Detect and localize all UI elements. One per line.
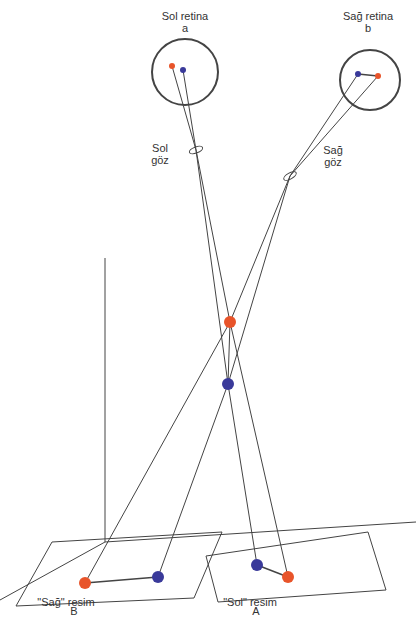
picture-label: "Sağ" resim [37, 596, 94, 608]
retina-label: Sağ retina [343, 10, 393, 22]
eye-label: Sağ göz [316, 144, 350, 168]
eye-label: Sol göz [143, 142, 177, 166]
picture-letter: B [70, 605, 77, 617]
picture-letter: A [252, 605, 259, 617]
retina-letter: a [182, 22, 188, 34]
retina-letter: b [365, 22, 371, 34]
picture-label: "Sol" resim [223, 596, 277, 608]
retina-label: Sol retina [162, 10, 208, 22]
